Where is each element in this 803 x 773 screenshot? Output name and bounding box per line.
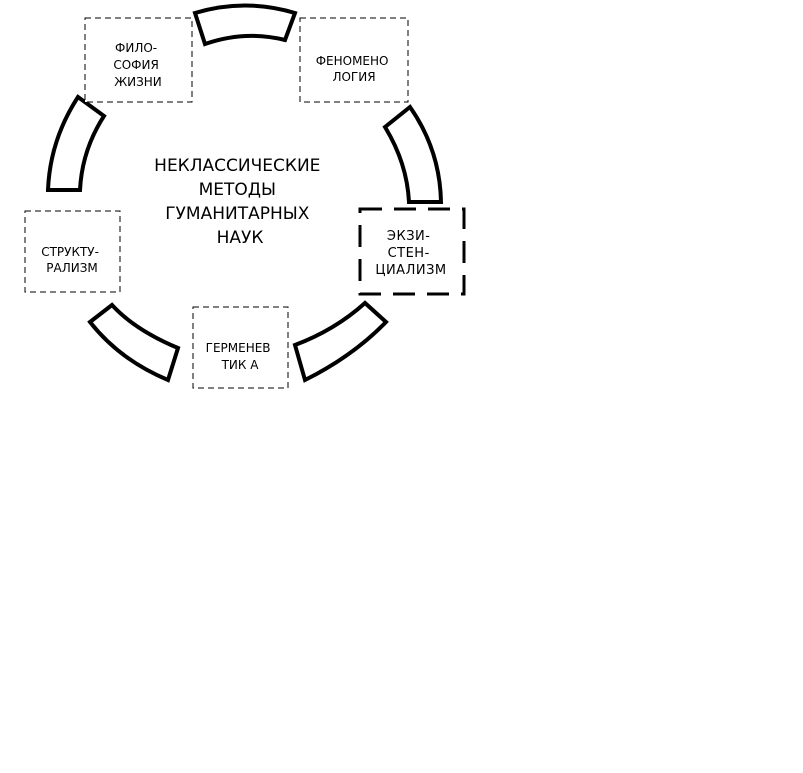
box-existentialism (358, 207, 466, 296)
philosophy-of-life-line-1: ФИЛО- (115, 41, 157, 55)
hermeneutics-line-2: ТИК А (221, 358, 260, 372)
box-philosophy-of-life (84, 17, 193, 103)
arc-lower-right (292, 300, 389, 383)
philosophy-of-life-line-2: СОФИЯ (113, 58, 158, 72)
phenomenology-label: ФЕНОМЕНО ЛОГИЯ (316, 54, 393, 84)
existentialism-line-1: ЭКЗИ- (387, 229, 431, 244)
center-title: НЕКЛАССИЧЕСКИЕ МЕТОДЫ ГУМАНИТАРНЫХ НАУК (154, 156, 326, 248)
box-hermeneutics (192, 306, 289, 389)
box-phenomenology (299, 17, 409, 103)
arc-top (192, 3, 298, 47)
philosophy-of-life-line-3: ЖИЗНИ (114, 75, 162, 89)
arc-lower-left (87, 302, 181, 383)
existentialism-line-2: СТЕН- (388, 246, 430, 261)
existentialism-line-3: ЦИАЛИЗМ (375, 263, 446, 278)
structuralism-line-2: РАЛИЗМ (46, 261, 98, 275)
arc-upper-right (382, 104, 444, 204)
box-structuralism (24, 210, 121, 293)
center-title-line-2: МЕТОДЫ (199, 180, 276, 200)
center-title-line-3: ГУМАНИТАРНЫХ (165, 204, 310, 224)
structuralism-line-1: СТРУКТУ- (41, 245, 99, 259)
hermeneutics-label: ГЕРМЕНЕВ ТИК А (206, 341, 275, 372)
center-title-line-4: НАУК (217, 228, 264, 248)
philosophy-of-life-label: ФИЛО- СОФИЯ ЖИЗНИ (113, 41, 162, 89)
structuralism-label: СТРУКТУ- РАЛИЗМ (41, 245, 103, 275)
hermeneutics-line-1: ГЕРМЕНЕВ (206, 341, 271, 355)
arc-upper-left (45, 94, 107, 192)
center-title-line-1: НЕКЛАССИЧЕСКИЕ (154, 156, 320, 176)
phenomenology-line-1: ФЕНОМЕНО (316, 54, 389, 68)
existentialism-label: ЭКЗИ- СТЕН- ЦИАЛИЗМ (375, 229, 446, 278)
phenomenology-line-2: ЛОГИЯ (332, 70, 375, 84)
